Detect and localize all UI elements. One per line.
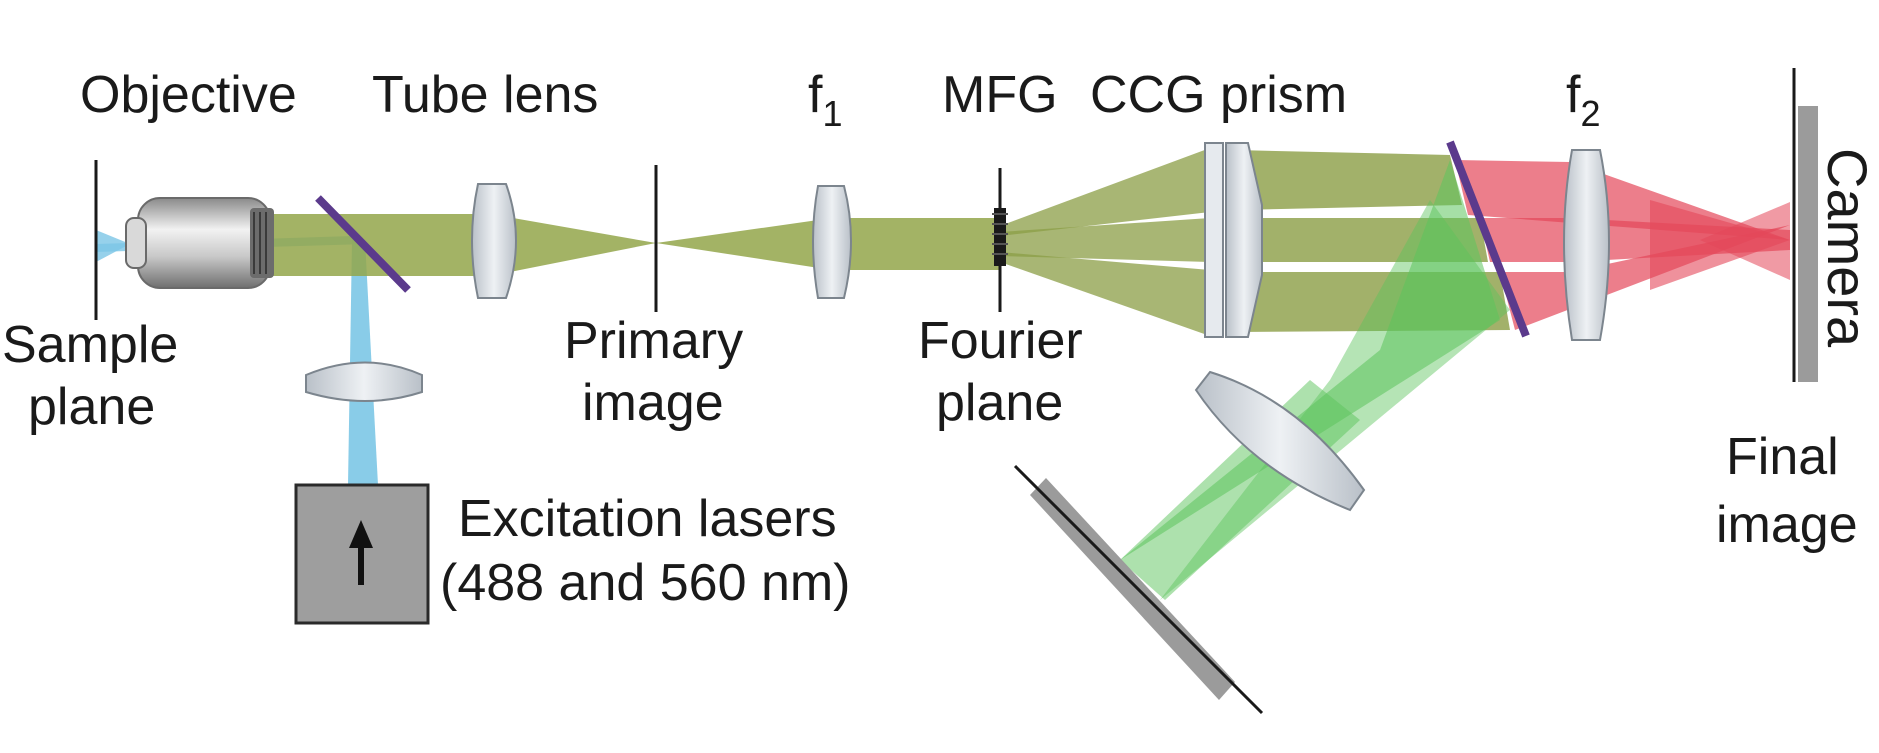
label-tube-lens: Tube lens	[372, 66, 598, 124]
green-channel-beam-a	[1120, 160, 1500, 560]
label-fourier-plane-1: Fourier	[918, 312, 1083, 370]
label-fourier-plane-2: plane	[936, 374, 1063, 432]
dichroic-mirror-1	[315, 195, 411, 293]
label-camera: Camera	[1816, 148, 1879, 348]
label-excitation-2: (488 and 560 nm)	[440, 554, 851, 612]
arrow-up-icon	[349, 520, 373, 585]
emission-beam-fan-top	[1000, 148, 1210, 236]
emission-beam-fan-mid	[1000, 218, 1210, 262]
f1-lens	[812, 185, 852, 299]
sample-focus-beam	[96, 230, 130, 262]
label-f1: f1	[808, 66, 842, 134]
tube-lens	[471, 183, 517, 299]
emission-beam-2	[490, 214, 656, 276]
camera-sensor	[1798, 106, 1818, 382]
green-channel-lens	[1194, 370, 1366, 512]
label-final-image-2: image	[1716, 496, 1858, 554]
f2-lens	[1563, 149, 1610, 341]
microscope-objective-icon	[125, 197, 274, 289]
mfg-grating-ridges	[992, 213, 1008, 255]
mfg-grating	[994, 208, 1006, 266]
label-primary-image-2: image	[582, 374, 724, 432]
label-f2: f2	[1566, 66, 1600, 134]
dichroic-mirror-2	[1446, 140, 1530, 338]
emission-beam-fan-bot	[1000, 252, 1210, 336]
emission-beam-4	[832, 218, 1000, 270]
label-mfg: MFG	[942, 66, 1058, 124]
red-channel-cross	[1700, 202, 1790, 280]
ccg-prism	[1204, 142, 1263, 338]
emission-beam-3	[656, 218, 832, 270]
emission-beam-para-top	[1235, 150, 1462, 210]
label-sample-plane-1: Sample	[2, 316, 178, 374]
label-final-image-1: Final	[1726, 428, 1839, 486]
label-objective: Objective	[80, 66, 297, 124]
label-sample-plane-2: plane	[28, 378, 155, 436]
label-ccg-prism: CCG prism	[1090, 66, 1347, 124]
green-channel-mirror	[1013, 464, 1264, 715]
emission-beam-1	[270, 214, 490, 276]
excitation-lens	[305, 361, 423, 402]
label-primary-image-1: Primary	[564, 312, 743, 370]
label-excitation-1: Excitation lasers	[458, 490, 837, 548]
